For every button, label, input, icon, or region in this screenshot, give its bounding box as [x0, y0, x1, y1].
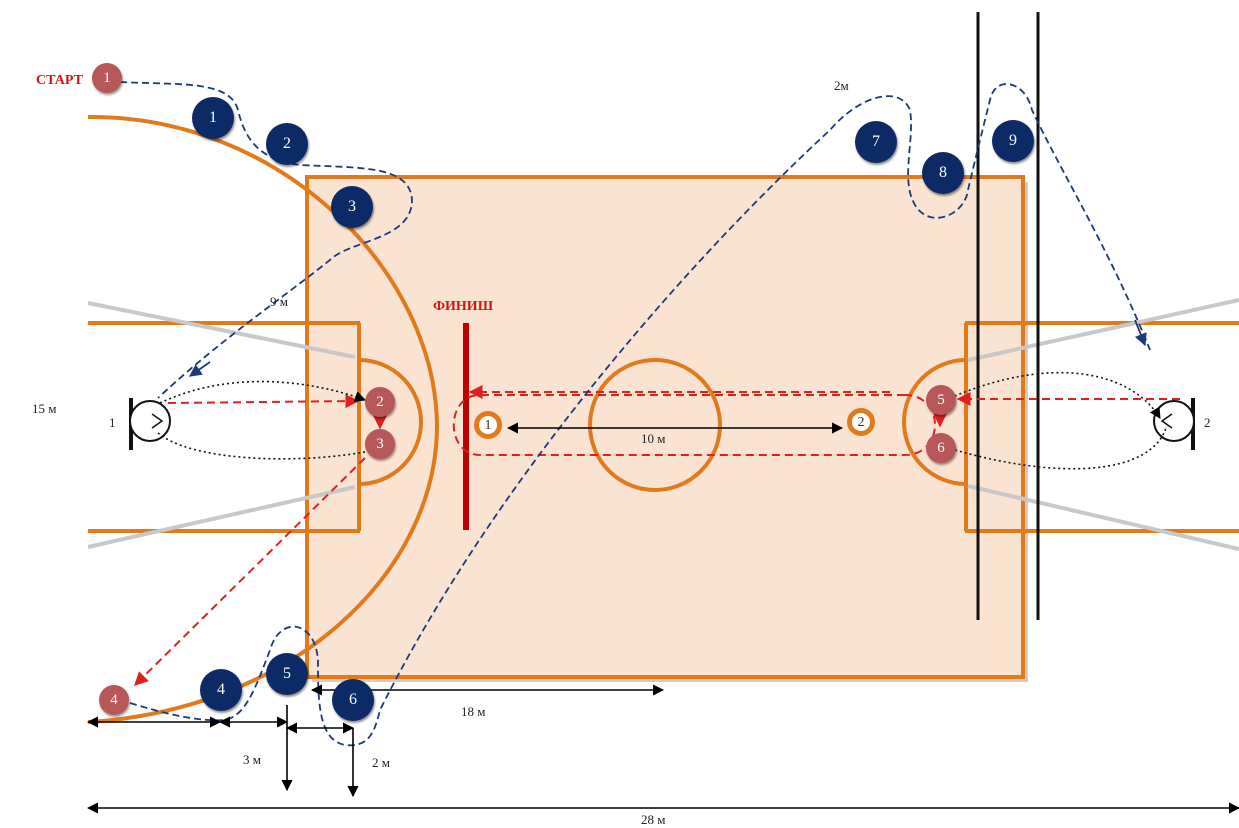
three-point-arc	[87, 114, 440, 724]
blue-dashed-paths	[119, 81, 1151, 747]
station-4: 4	[200, 669, 242, 711]
station-6: 6	[332, 679, 374, 721]
dim-2m-bottom-label: 2 м	[372, 755, 390, 770]
free-throw-arc-left	[358, 358, 423, 486]
point-6: 6	[926, 433, 956, 463]
cone-icon-1: 1	[474, 411, 502, 439]
cone-icon-2: 2	[847, 408, 875, 436]
point-4: 4	[99, 685, 129, 715]
station-8: 8	[922, 152, 964, 194]
basket-right-label: 2	[1204, 415, 1211, 430]
dimension-arrow-icon	[86, 422, 1239, 814]
dim-10m-label: 10 м	[641, 431, 666, 446]
station-2: 2	[266, 123, 308, 165]
station-5: 5	[266, 653, 308, 695]
point-5: 5	[926, 385, 956, 415]
dim-18m-label: 18 м	[461, 704, 486, 719]
dotted-loops	[157, 371, 1167, 470]
grey-lines	[87, 298, 1239, 551]
station-1: 1	[192, 97, 234, 139]
point-2: 2	[365, 387, 395, 417]
station-3: 3	[331, 186, 373, 228]
finish-label: ФИНИШ	[433, 299, 494, 314]
station-7: 7	[855, 121, 897, 163]
station-9: 9	[992, 120, 1034, 162]
basket-left-label: 1	[109, 415, 116, 430]
dim-9m-label: 9 м	[270, 294, 288, 309]
court	[305, 175, 1025, 679]
basket-icon-left	[129, 398, 171, 450]
dim-2m-top-label: 2м	[834, 78, 849, 93]
dim-28m-label: 28 м	[641, 812, 666, 827]
dim-3m-label: 3 м	[243, 752, 261, 767]
point-1: 1	[92, 63, 122, 93]
point-3: 3	[365, 429, 395, 459]
dim-15m-label: 15 м	[32, 401, 57, 416]
start-label: СТАРТ	[36, 73, 83, 88]
basket-icon-right	[1153, 398, 1195, 450]
free-throw-arc-right	[902, 358, 967, 486]
